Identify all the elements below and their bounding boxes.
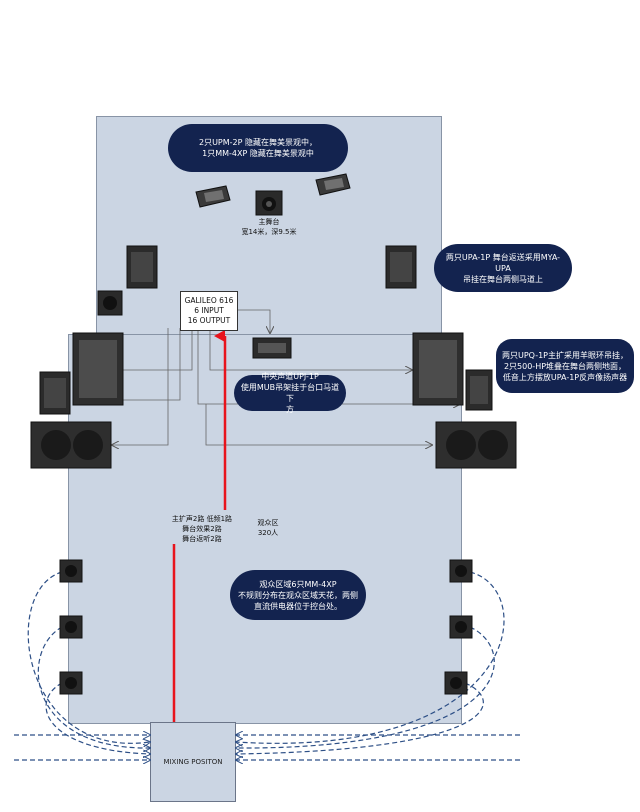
upq-1p-left-main-icon bbox=[72, 332, 124, 406]
mm-4xp-audience-left-1-icon bbox=[59, 559, 83, 583]
upq-1p-right-main-icon bbox=[412, 332, 464, 406]
sub-500-hp-right-icon bbox=[435, 421, 517, 469]
upa-1p-right-monitor-icon bbox=[385, 245, 417, 289]
mm-4xp-audience-right-2-icon bbox=[449, 615, 473, 639]
upa-1p-left-monitor-icon bbox=[126, 245, 158, 289]
mixing-label: MIXING POSITON bbox=[163, 758, 223, 766]
upm-2p-left-icon bbox=[195, 185, 231, 208]
processor-line-1: GALILEO 616 bbox=[184, 296, 234, 305]
mm-4xp-audience-left-2-icon bbox=[59, 615, 83, 639]
audience-cables bbox=[14, 571, 520, 760]
upa-1p-left-frontfill-icon bbox=[39, 371, 71, 415]
processor-line-3: 16 OUTPUT bbox=[187, 316, 231, 325]
stage-info: 主舞台 宽14米，深9.5米 bbox=[241, 218, 297, 236]
upm-2p-right-icon bbox=[315, 173, 351, 196]
sub-500-hp-left-icon bbox=[30, 421, 112, 469]
mm-4xp-stage-icon bbox=[255, 190, 283, 216]
galileo-processor-box: GALILEO 616 6 INPUT 16 OUTPUT bbox=[180, 291, 238, 331]
arrow-left-main bbox=[112, 328, 193, 370]
mixing-position: MIXING POSITON bbox=[150, 722, 236, 802]
mm-4xp-audience-right-3-icon bbox=[444, 671, 468, 695]
processor-line-2: 6 INPUT bbox=[194, 306, 224, 315]
signal-lines bbox=[108, 309, 460, 445]
audience-info: 观众区 320人 bbox=[257, 519, 279, 537]
note-right-middle-bubble: 两只UPQ-1P主扩采用羊眼环吊挂，2只500-HP堆叠在舞台两侧地面，低音上方… bbox=[496, 339, 634, 393]
arrow-right-sub bbox=[205, 404, 432, 445]
arrow-right-frontfill bbox=[197, 328, 460, 404]
note-top-bubble: 2只UPM-2P 隐藏在舞美景观中，1只MM-4XP 隐藏在舞美景观中 bbox=[168, 124, 348, 172]
upj-1p-center-icon bbox=[252, 337, 292, 359]
small-speaker-stage-left-icon bbox=[97, 290, 123, 316]
arrow-right-main bbox=[209, 328, 412, 370]
mm-4xp-audience-left-3-icon bbox=[59, 671, 83, 695]
arrow-to-center-speaker bbox=[236, 309, 270, 333]
arrow-left-sub bbox=[112, 328, 169, 445]
signal-routing-label: 主扩声2路 低频1路 舞台效果2路 舞台返听2路 bbox=[166, 514, 238, 544]
arrow-left-frontfill bbox=[108, 328, 181, 400]
mm-4xp-audience-right-1-icon bbox=[449, 559, 473, 583]
upa-1p-right-frontfill-icon bbox=[465, 369, 493, 411]
